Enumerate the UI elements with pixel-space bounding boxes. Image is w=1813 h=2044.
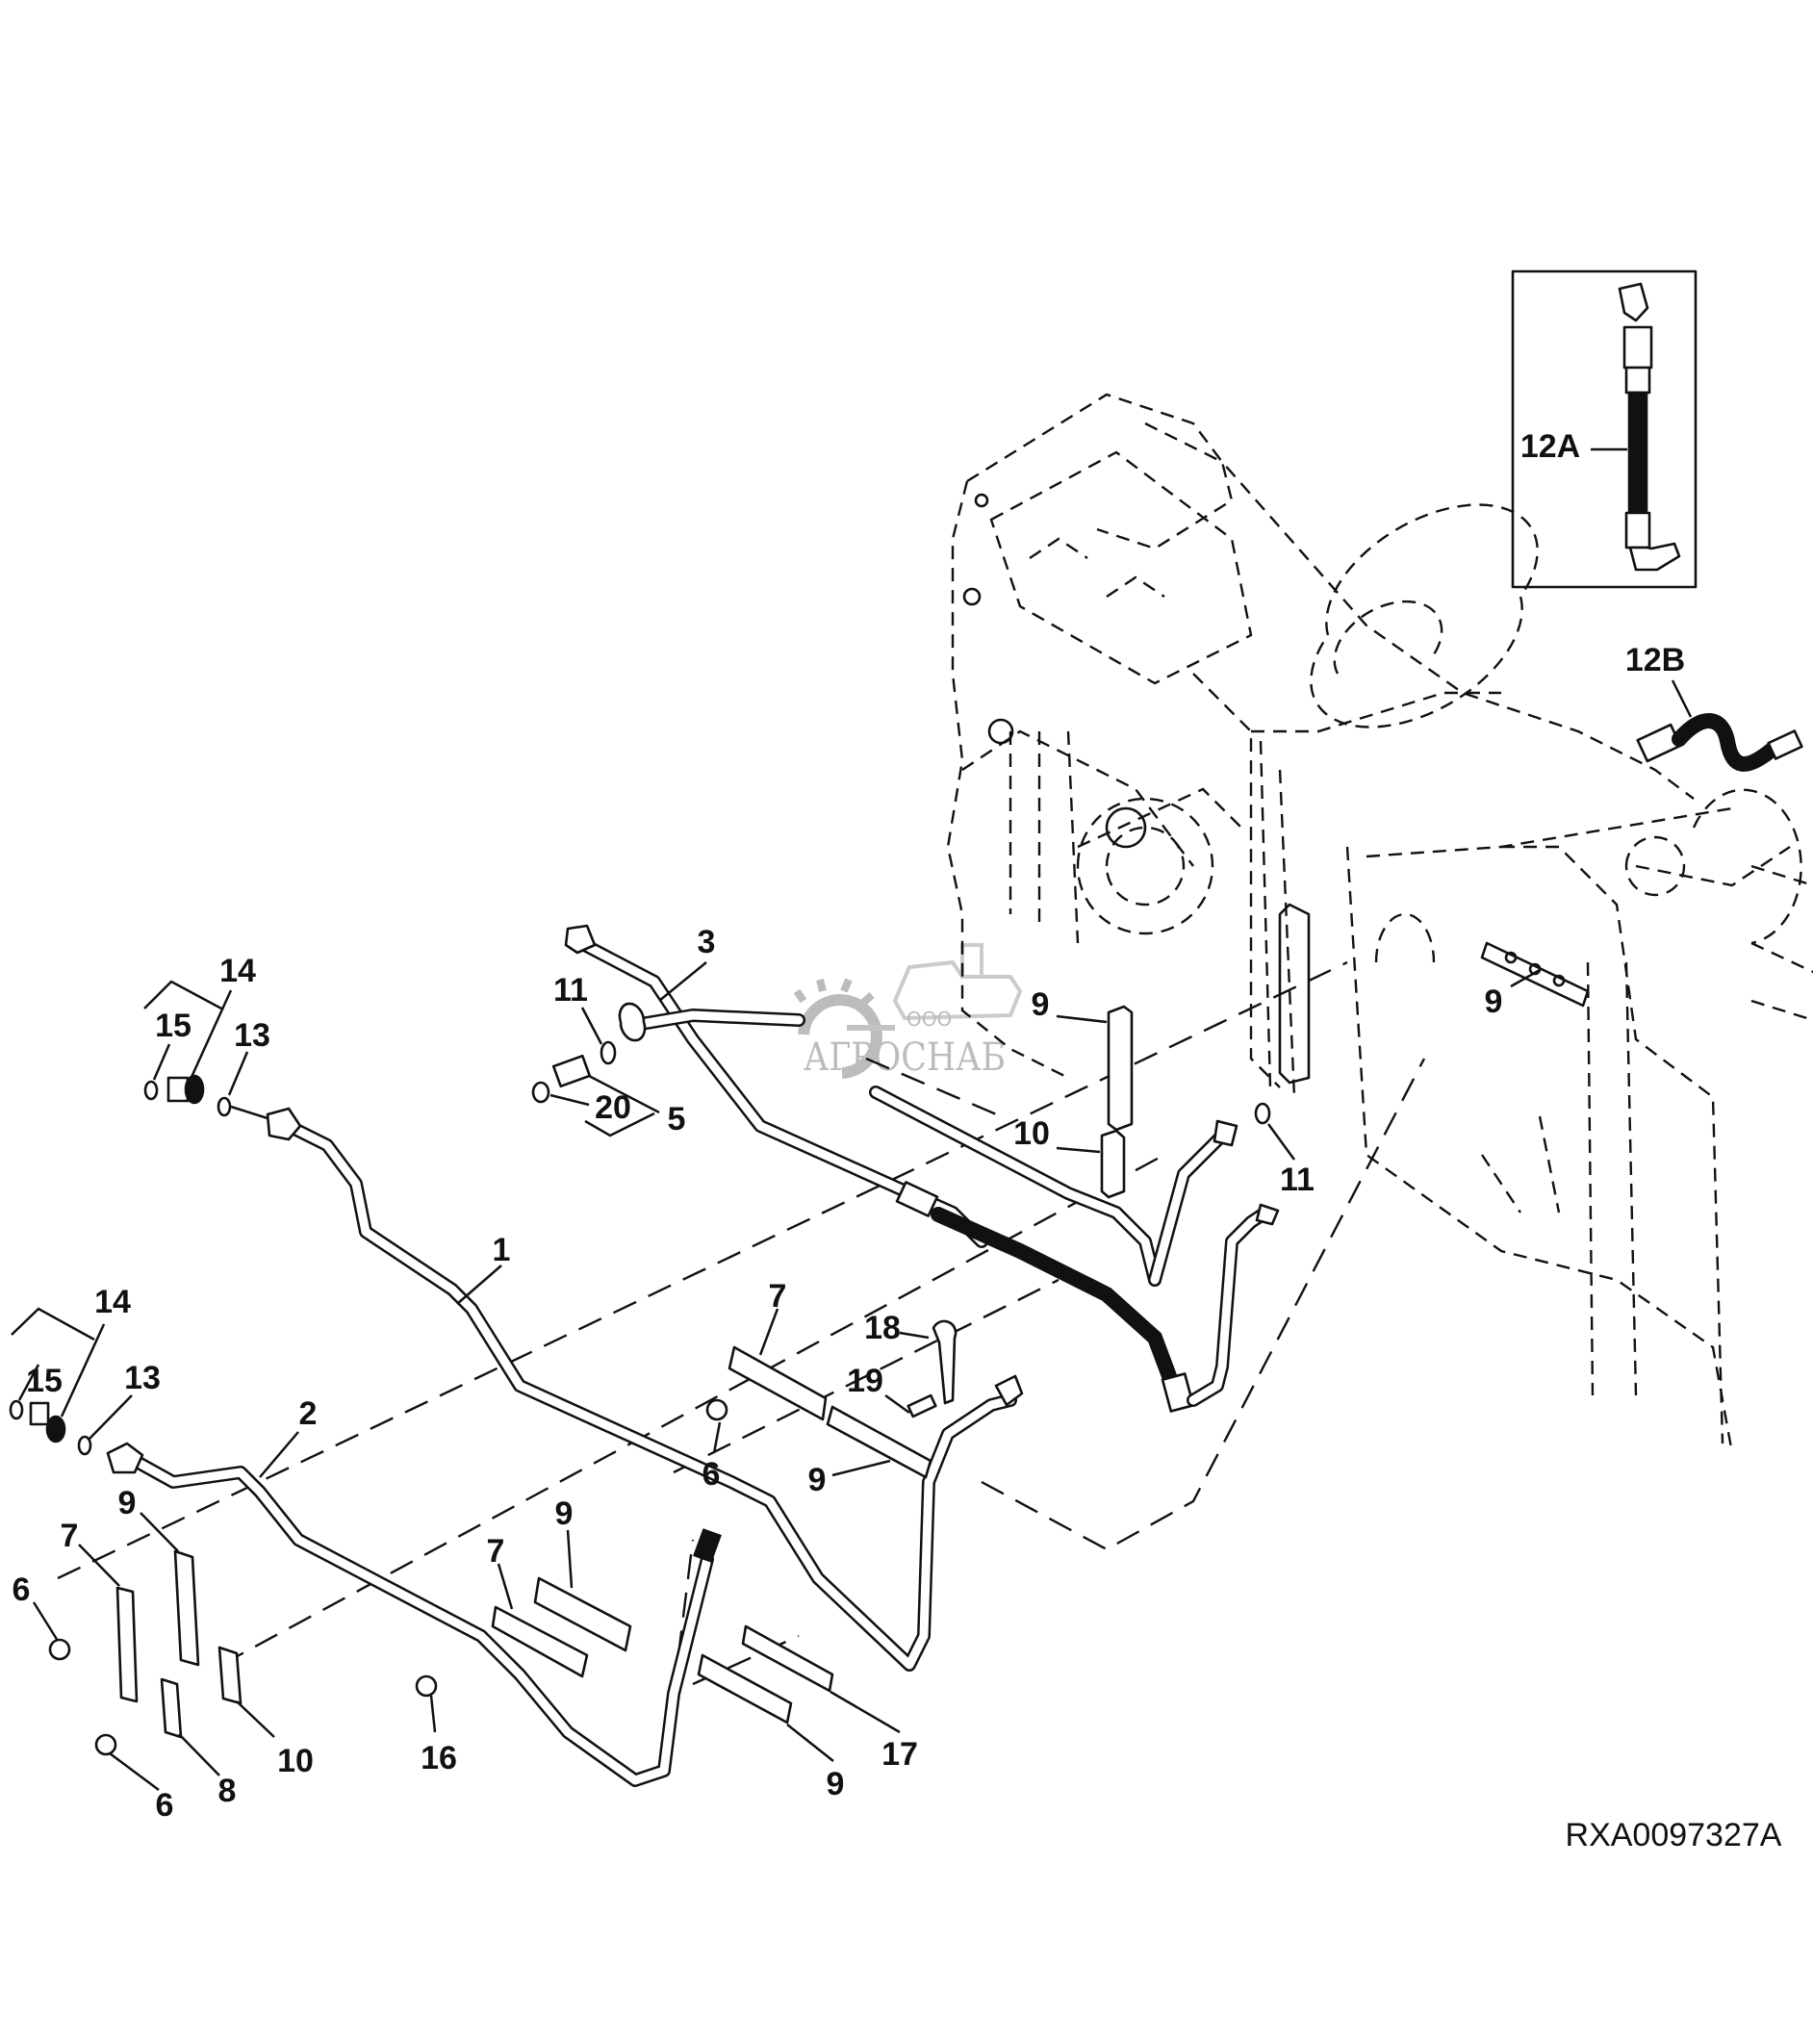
callout-9-upper: 9 bbox=[1032, 986, 1050, 1023]
callout-5: 5 bbox=[668, 1101, 686, 1137]
part-9-right-clip bbox=[1480, 941, 1590, 1008]
hose-12b: 12B bbox=[1625, 642, 1803, 772]
right-callouts: 11 9 bbox=[1254, 968, 1541, 1198]
tube-2: 2 bbox=[106, 1395, 722, 1787]
watermark-prefix: ООО bbox=[906, 1008, 952, 1031]
o-ring-11 bbox=[600, 1040, 617, 1065]
callout-9-bottom: 9 bbox=[827, 1766, 845, 1802]
callout-15-upper: 15 bbox=[155, 1008, 192, 1044]
inset-frame bbox=[1511, 269, 1698, 589]
callout-14-lower: 14 bbox=[94, 1284, 131, 1320]
o-ring-20 bbox=[531, 1081, 550, 1104]
bracket-lower-mid: 7 9 16 17 9 bbox=[415, 1495, 918, 1802]
bolt-19 bbox=[906, 1393, 937, 1418]
callout-2: 2 bbox=[299, 1395, 318, 1432]
callout-6-mid: 6 bbox=[702, 1456, 721, 1493]
inset-box: 12A bbox=[1511, 269, 1698, 589]
plate-7-lower bbox=[491, 1605, 589, 1678]
watermark: ООО АГРОСНАБ bbox=[779, 943, 1023, 1080]
plate-7-left bbox=[115, 1586, 139, 1703]
o-ring-11-right bbox=[1254, 1102, 1271, 1125]
callout-11-left: 11 bbox=[553, 972, 588, 1009]
fittings-lower: 14 15 13 bbox=[9, 1284, 161, 1456]
callout-12b: 12B bbox=[1625, 642, 1685, 678]
tube-2-nut bbox=[106, 1442, 144, 1474]
callout-10-upper: 10 bbox=[1013, 1115, 1050, 1152]
plate-7-mid bbox=[728, 1345, 828, 1421]
bolt-6-left bbox=[48, 1638, 71, 1661]
callout-13-lower: 13 bbox=[124, 1360, 161, 1396]
hose-12a bbox=[1618, 282, 1681, 572]
hose-nut bbox=[1622, 325, 1653, 370]
callout-13-upper: 13 bbox=[234, 1017, 270, 1054]
hose-main bbox=[895, 1181, 1280, 1413]
harvester-silhouette-icon bbox=[847, 943, 1023, 1031]
fittings-mid: 11 20 5 bbox=[531, 972, 686, 1137]
clip-10-upper bbox=[1100, 1129, 1126, 1199]
hose-elbow bbox=[1628, 542, 1681, 572]
callout-8: 8 bbox=[218, 1773, 237, 1809]
callout-7-mid: 7 bbox=[769, 1278, 787, 1315]
clamp-18 bbox=[932, 1319, 958, 1405]
callout-17: 17 bbox=[881, 1736, 918, 1773]
callout-6-bottom: 6 bbox=[156, 1787, 174, 1824]
callout-9-right: 9 bbox=[1485, 984, 1503, 1020]
bolt-6-mid bbox=[705, 1398, 728, 1421]
callout-19: 19 bbox=[847, 1363, 883, 1399]
hose-body bbox=[1627, 391, 1648, 515]
clip-9-lower bbox=[533, 1576, 632, 1652]
clip-9-bottom bbox=[697, 1653, 793, 1725]
callout-9-lower: 9 bbox=[555, 1495, 574, 1532]
bolt-6-bottom bbox=[94, 1733, 117, 1756]
figure-id: RXA0097327A bbox=[1566, 1817, 1782, 1853]
callout-20: 20 bbox=[595, 1089, 631, 1126]
callout-10-lower: 10 bbox=[277, 1743, 314, 1779]
tube-1: 1 bbox=[266, 1107, 1024, 1672]
callout-9-left: 9 bbox=[118, 1485, 137, 1521]
clip-9-left bbox=[173, 1549, 200, 1667]
o-ring-13-lower bbox=[77, 1435, 92, 1456]
callout-6-left: 6 bbox=[13, 1571, 31, 1608]
adapter-14 bbox=[184, 1074, 205, 1105]
o-ring-15-lower bbox=[9, 1399, 24, 1420]
callout-18: 18 bbox=[864, 1310, 901, 1346]
transmission-housing bbox=[946, 393, 1813, 1454]
bolt-16 bbox=[415, 1674, 438, 1698]
clip-10-lower bbox=[217, 1646, 243, 1705]
tube-1-nut bbox=[266, 1107, 302, 1141]
callout-14-upper: 14 bbox=[219, 953, 256, 989]
callout-11-right: 11 bbox=[1280, 1162, 1315, 1198]
clip-9-mid bbox=[826, 1405, 932, 1479]
clips-upper-mid: 9 10 bbox=[1013, 986, 1134, 1199]
clip-9-upper bbox=[1107, 1005, 1134, 1132]
callout-16: 16 bbox=[421, 1740, 457, 1776]
watermark-name: АГРОСНАБ bbox=[804, 1035, 1006, 1080]
callout-15-lower: 15 bbox=[26, 1363, 63, 1399]
callout-7-lower: 7 bbox=[487, 1533, 505, 1570]
callout-7-left: 7 bbox=[61, 1518, 79, 1554]
fitting-5 bbox=[551, 1054, 592, 1088]
callout-9-mid: 9 bbox=[808, 1462, 827, 1498]
elbow-fitting-icon bbox=[1618, 282, 1649, 322]
plate-8 bbox=[160, 1677, 183, 1739]
o-ring-15 bbox=[143, 1080, 159, 1101]
bracket-lower-left: 9 7 6 10 8 6 bbox=[13, 1485, 314, 1824]
bracket-mid: 7 18 19 6 9 bbox=[702, 1278, 958, 1498]
fittings-upper: 14 15 13 bbox=[143, 953, 270, 1120]
plate-17 bbox=[741, 1624, 834, 1693]
callout-12a: 12A bbox=[1520, 428, 1580, 465]
callout-1: 1 bbox=[493, 1232, 511, 1268]
callout-3: 3 bbox=[698, 924, 716, 960]
o-ring-13 bbox=[217, 1096, 232, 1117]
adapter-14-lower bbox=[45, 1415, 66, 1444]
